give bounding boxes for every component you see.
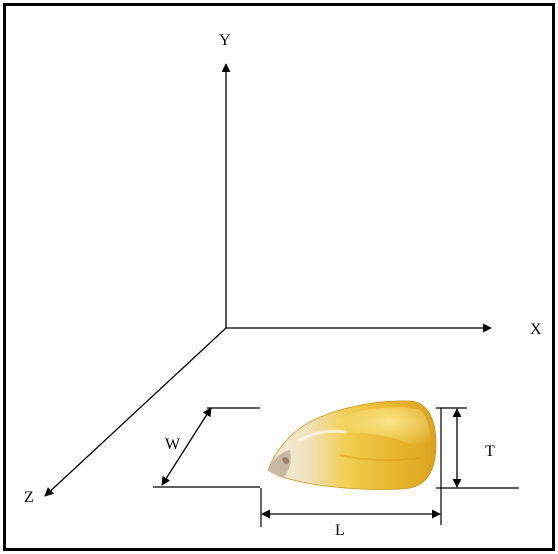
y-axis-label: Y xyxy=(219,32,231,49)
thickness-label: T xyxy=(485,443,495,460)
width-label: W xyxy=(165,436,181,453)
z-axis-label: Z xyxy=(24,489,34,506)
width-dimension-arrow xyxy=(161,407,212,486)
z-axis xyxy=(44,327,227,497)
corn-kernel-image xyxy=(267,400,437,491)
length-label: L xyxy=(335,522,345,539)
x-axis-label: X xyxy=(530,321,542,338)
